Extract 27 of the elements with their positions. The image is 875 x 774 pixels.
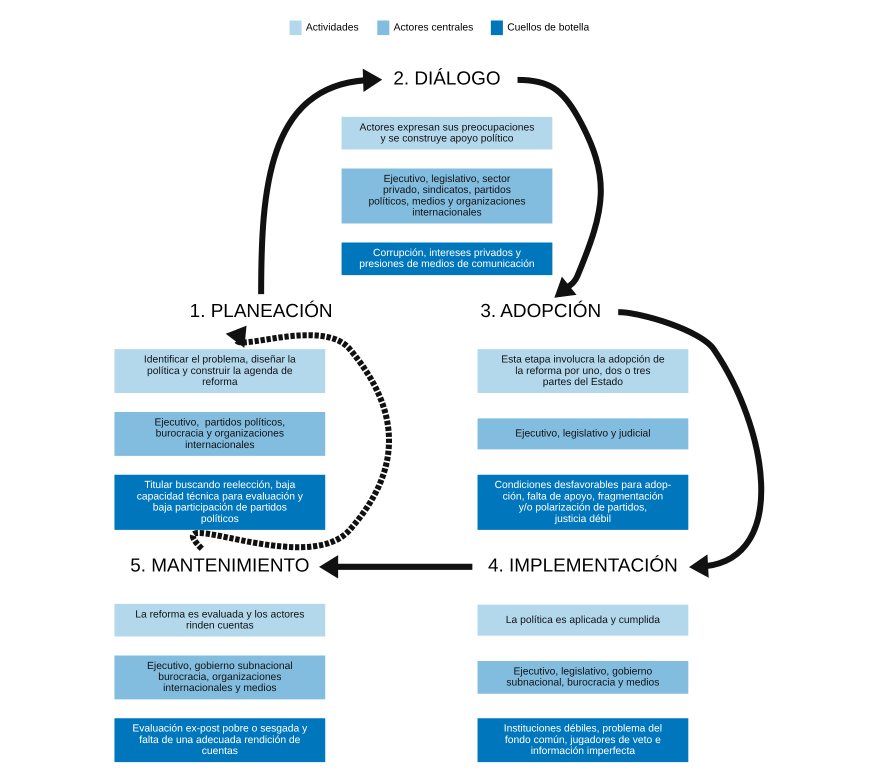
legend-label: Cuellos de botella <box>506 22 589 34</box>
node-text: 2. DIÁLOGO <box>392 68 500 90</box>
node-text: 5. MANTENIMIENTO <box>130 556 309 577</box>
node-box: Ejecutivo, legislativo y judicial <box>477 418 688 450</box>
node-box: Condiciones desfavorables para adop-ción, falta de apoyo, fragmentación y/o polarización de partidos, justicia débil <box>477 474 688 530</box>
node-box: Esta etapa involucra la adopción de la reforma por uno, dos o tres partes del Estado <box>477 349 688 394</box>
node-box: Ejecutivo, legislativo, gobierno subnacional, burocracia y medios <box>477 661 688 694</box>
legend-label: Actores centrales <box>393 22 473 34</box>
node-box: Ejecutivo, legislativo, sector privado, sindicatos, partidos políticos, medios y organizaciones internacionales <box>341 168 552 224</box>
node-box: Ejecutivo, gobierno subnacional burocracia, organizaciones internacionales y medios <box>114 655 325 700</box>
node-box: Instituciones débiles, problema del fondo común, jugadores de veto e información imperfecta <box>477 718 688 762</box>
legend-label: Actividades <box>305 22 358 34</box>
arrow <box>258 68 382 294</box>
node-box: Titular buscando reelección, baja capacidad técnica para evaluación y baja participación de partidos políticos <box>114 474 325 530</box>
node-box: Actores expresan sus preocupaciones y se construye apoyo político <box>341 116 552 150</box>
arrow <box>618 309 764 578</box>
node-box: Evaluación ex-post pobre o sesgada y falta de una adecuada rendición de cuentas <box>114 718 325 762</box>
node-text: 1. PLANEACIÓN <box>189 300 332 322</box>
node-text: 4. IMPLEMENTACIÓN <box>488 556 678 577</box>
node-box: Ejecutivo, partidos políticos, burocracia y organizaciones internacionales <box>114 412 325 456</box>
node-box: Corrupción, intereses privados y presiones de medios de comunicación <box>341 242 552 276</box>
node-box: La política es aplicada y cumplida <box>477 604 688 636</box>
node-box: Identificar el problema, diseñar la política y construir la agenda de reforma <box>114 349 325 394</box>
node-text: 3. ADOPCIÓN <box>480 300 601 322</box>
arrow <box>318 555 472 579</box>
arrow <box>516 76 604 298</box>
node-box: La reforma es evaluada y los actores rinden cuentas <box>114 604 325 636</box>
